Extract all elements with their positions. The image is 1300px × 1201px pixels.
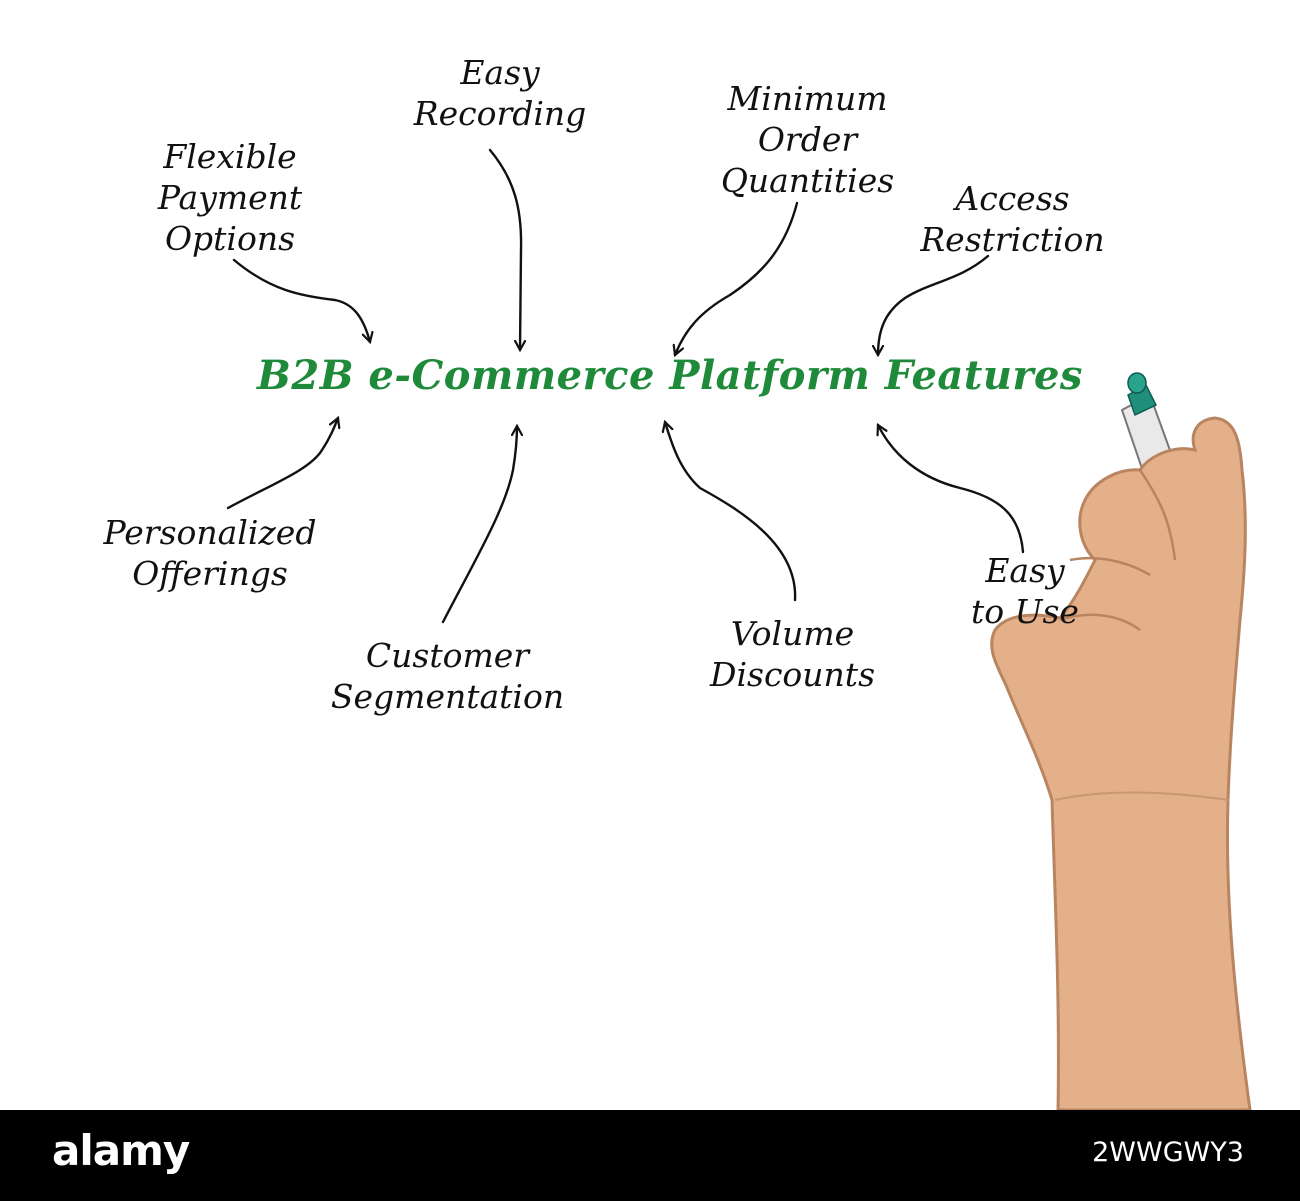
feature-easy-recording: Easy Recording bbox=[380, 52, 620, 134]
diagram-arrows bbox=[226, 148, 1025, 624]
feature-minimum-order: Minimum Order Quantities bbox=[685, 78, 930, 201]
label-line: Options bbox=[164, 219, 296, 258]
label-line: Discounts bbox=[710, 655, 875, 694]
label-line: Segmentation bbox=[330, 677, 565, 716]
hand-with-marker-illustration bbox=[990, 372, 1252, 1110]
arrow-easy-recording bbox=[488, 148, 521, 350]
label-line: Offerings bbox=[132, 554, 288, 593]
hand-shape bbox=[990, 416, 1252, 1110]
label-line: Customer bbox=[365, 636, 530, 675]
feature-personalized-offerings: Personalized Offerings bbox=[65, 512, 355, 594]
arrow-customer-segmentation bbox=[441, 426, 517, 624]
label-line: Volume bbox=[730, 614, 855, 653]
label-line: Order bbox=[757, 120, 858, 159]
label-line: Easy bbox=[985, 551, 1065, 590]
footer-bar bbox=[0, 1110, 1300, 1201]
feature-customer-segmentation: Customer Segmentation bbox=[295, 635, 600, 717]
label-line: Recording bbox=[413, 94, 587, 133]
label-line: Personalized bbox=[103, 513, 317, 552]
arrow-easy-to-use bbox=[878, 425, 1025, 554]
arrow-access-restriction bbox=[878, 254, 990, 355]
label-line: Quantities bbox=[720, 161, 895, 200]
center-title: B2B e-Commerce Platform Features bbox=[257, 352, 1083, 399]
label-line: Minimum bbox=[727, 79, 888, 118]
brand-logo: alamy bbox=[52, 1126, 190, 1175]
label-line: Payment bbox=[157, 178, 303, 217]
arrow-volume-discounts bbox=[665, 422, 797, 602]
feature-easy-to-use: Easy to Use bbox=[945, 550, 1105, 632]
arrow-minimum-order bbox=[675, 201, 799, 355]
label-line: Flexible bbox=[163, 137, 297, 176]
label-line: Access bbox=[955, 179, 1070, 218]
label-line: to Use bbox=[971, 592, 1079, 631]
arrow-flexible-payment bbox=[232, 258, 370, 342]
feature-flexible-payment: Flexible Payment Options bbox=[115, 136, 345, 259]
feature-volume-discounts: Volume Discounts bbox=[680, 613, 905, 695]
label-line: Easy bbox=[460, 53, 540, 92]
label-line: Restriction bbox=[920, 220, 1105, 259]
arrow-personalized-offerings bbox=[226, 418, 338, 510]
image-id: 2WWGWY3 bbox=[1092, 1137, 1244, 1168]
feature-access-restriction: Access Restriction bbox=[890, 178, 1135, 260]
